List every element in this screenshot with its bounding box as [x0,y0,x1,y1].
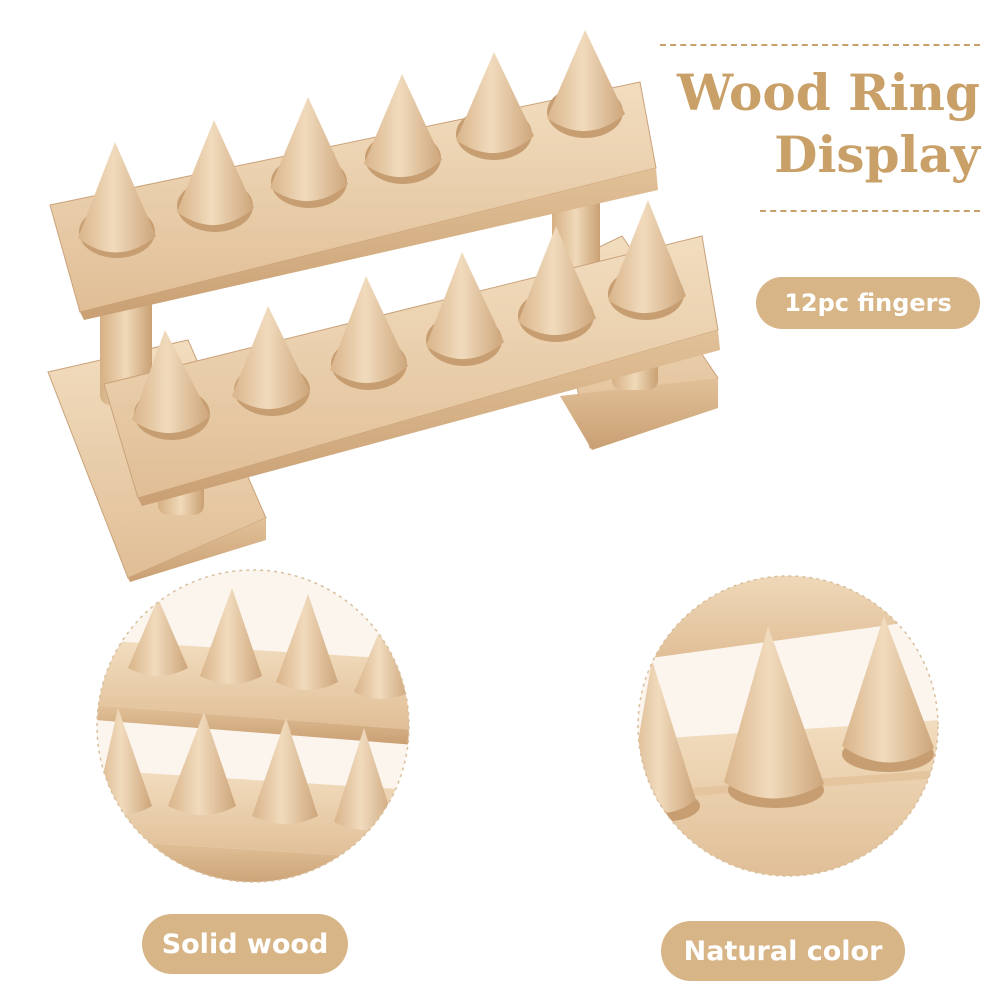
top-row-cones [78,30,625,258]
title-divider-top [660,44,980,46]
product-title: Wood Ring Display [640,62,980,186]
closeup-natural-color [637,575,939,877]
badge-solid-wood: Solid wood [142,914,348,974]
closeup-solid-wood [96,569,410,883]
badge-fingers: 12pc fingers [756,277,980,329]
title-divider-bottom [760,210,980,212]
product-title-line-1: Wood Ring [676,63,980,122]
badge-natural-color: Natural color [661,921,905,981]
bottom-row-cones [132,200,686,440]
ring-stand [47,30,720,582]
product-title-line-2: Display [774,125,980,184]
